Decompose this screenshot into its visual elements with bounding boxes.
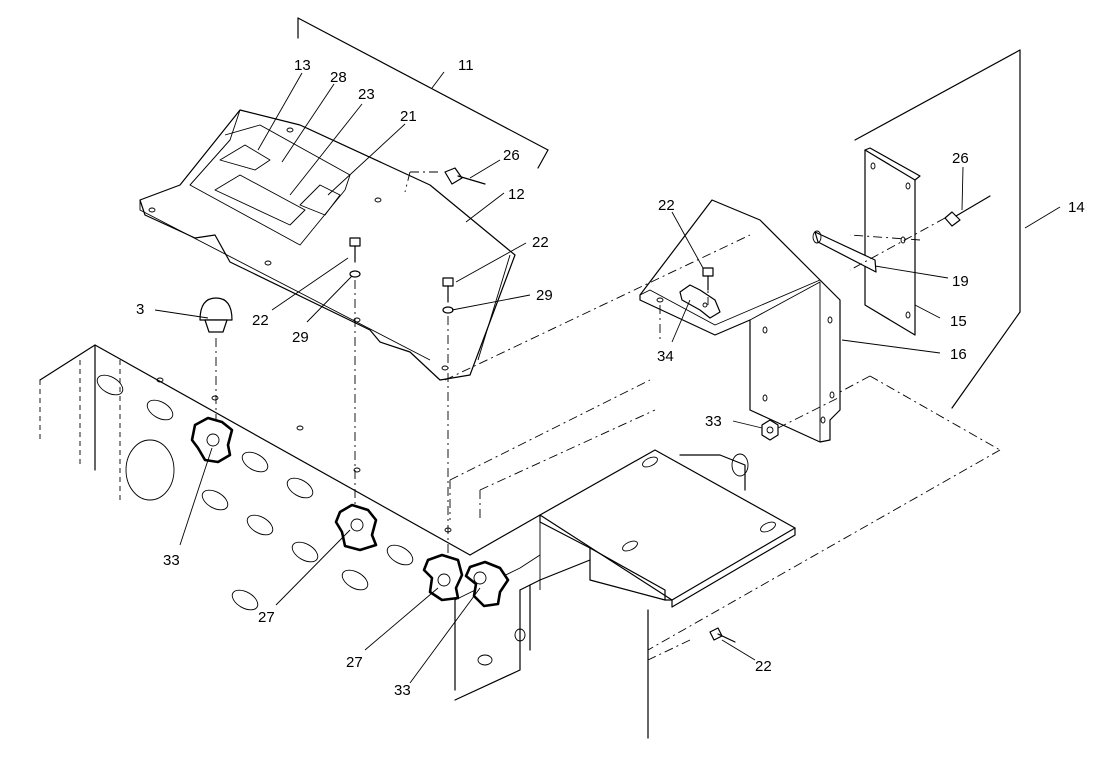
label-22-lower: 22	[755, 658, 772, 675]
label-11: 11	[458, 57, 474, 74]
label-21: 21	[400, 108, 417, 125]
upright-bracket	[639, 199, 841, 443]
label-26-upper: 26	[503, 147, 520, 164]
frame-chassis	[39, 344, 541, 701]
label-28: 28	[330, 69, 347, 86]
label-13: 13	[294, 57, 311, 74]
cover-plate-12	[139, 17, 549, 381]
label-27-right: 27	[346, 654, 363, 671]
label-27-left: 27	[258, 609, 275, 626]
label-3: 3	[136, 301, 144, 318]
label-14: 14	[1068, 199, 1085, 216]
label-23: 23	[358, 86, 375, 103]
label-16: 16	[950, 346, 967, 363]
label-19: 19	[952, 273, 969, 290]
label-29-right: 29	[536, 287, 553, 304]
label-15: 15	[950, 313, 967, 330]
callout-labels: 11 13 28 23 21 26 12 22 29 22 29 3 22 34…	[136, 57, 1085, 699]
label-26-right: 26	[952, 150, 969, 167]
label-34: 34	[657, 348, 674, 365]
label-22-bracket: 22	[658, 197, 675, 214]
label-29-left: 29	[292, 329, 309, 346]
plate-15-and-bar-19	[812, 49, 1021, 409]
lower-deck-plate	[454, 449, 796, 739]
center-lines	[215, 171, 1001, 661]
fasteners	[190, 167, 991, 643]
label-33-bracket: 33	[705, 413, 722, 430]
label-33-bottom: 33	[394, 682, 411, 699]
label-33-left: 33	[163, 552, 180, 569]
label-12: 12	[508, 186, 525, 203]
label-22-plate-left: 22	[252, 312, 269, 329]
label-22-plate-right: 22	[532, 234, 549, 251]
leader-lines	[154, 71, 1061, 684]
